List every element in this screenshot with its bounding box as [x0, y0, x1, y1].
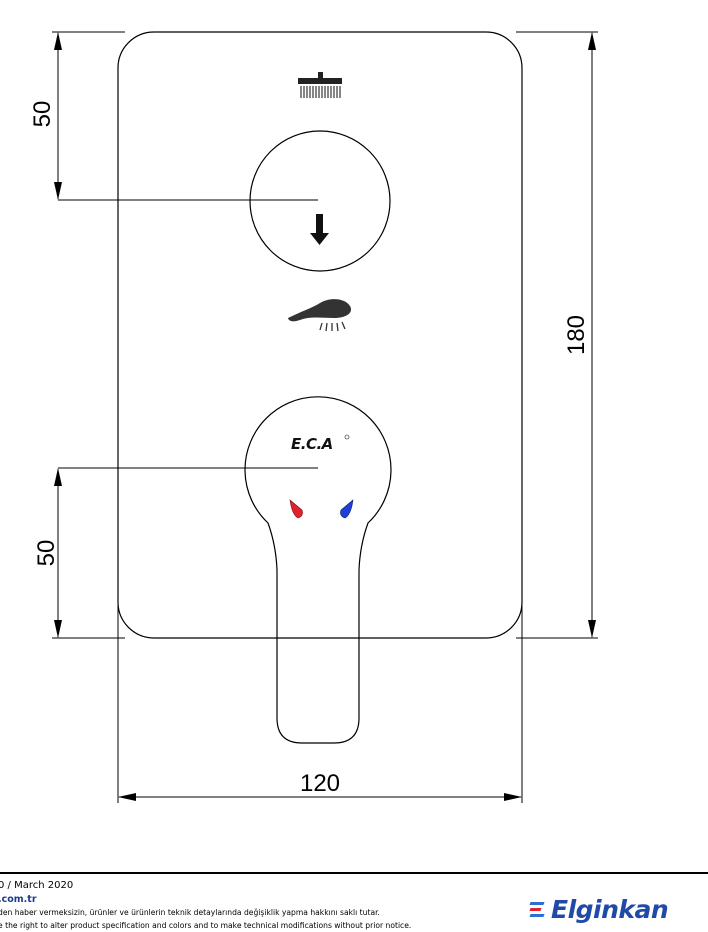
- dimension-width-120: [117, 600, 523, 803]
- dimension-label-width: 120: [300, 770, 340, 797]
- footer-notice-tr: den haber vermeksizin, ürünler ve ürünle…: [0, 908, 380, 917]
- brand-mark-icon: [529, 901, 546, 917]
- technical-drawing: E.C.A 50 50 180 120: [29, 31, 598, 803]
- cold-indicator-icon: [340, 499, 354, 519]
- brand-logo-elginkan: Elginkan: [529, 892, 669, 926]
- dimension-height-180: [516, 31, 598, 639]
- dimension-label-height: 180: [563, 315, 590, 355]
- diverter-arrow-icon: [310, 214, 329, 245]
- hot-indicator-icon: [289, 499, 303, 519]
- mixer-lever-outline: [244, 396, 392, 744]
- hand-shower-icon: [288, 299, 352, 332]
- brand-name: Elginkan: [551, 894, 669, 924]
- footer-notice-en: e the right to alter product specificati…: [0, 921, 412, 930]
- footer-divider: [0, 872, 708, 874]
- dimension-label-top: 50: [29, 101, 56, 128]
- brand-logo: E.C.A: [291, 435, 333, 453]
- diverter-knob: [249, 130, 391, 272]
- shower-head-icon: [298, 72, 342, 98]
- dimension-bottom-50: [52, 467, 318, 639]
- dimension-label-bottom: 50: [33, 540, 60, 567]
- faceplate-outline: [117, 31, 523, 639]
- dimension-top-50: [52, 31, 318, 201]
- footer-date: 0 / March 2020: [0, 880, 74, 891]
- footer-website-link[interactable]: .com.tr: [0, 894, 37, 905]
